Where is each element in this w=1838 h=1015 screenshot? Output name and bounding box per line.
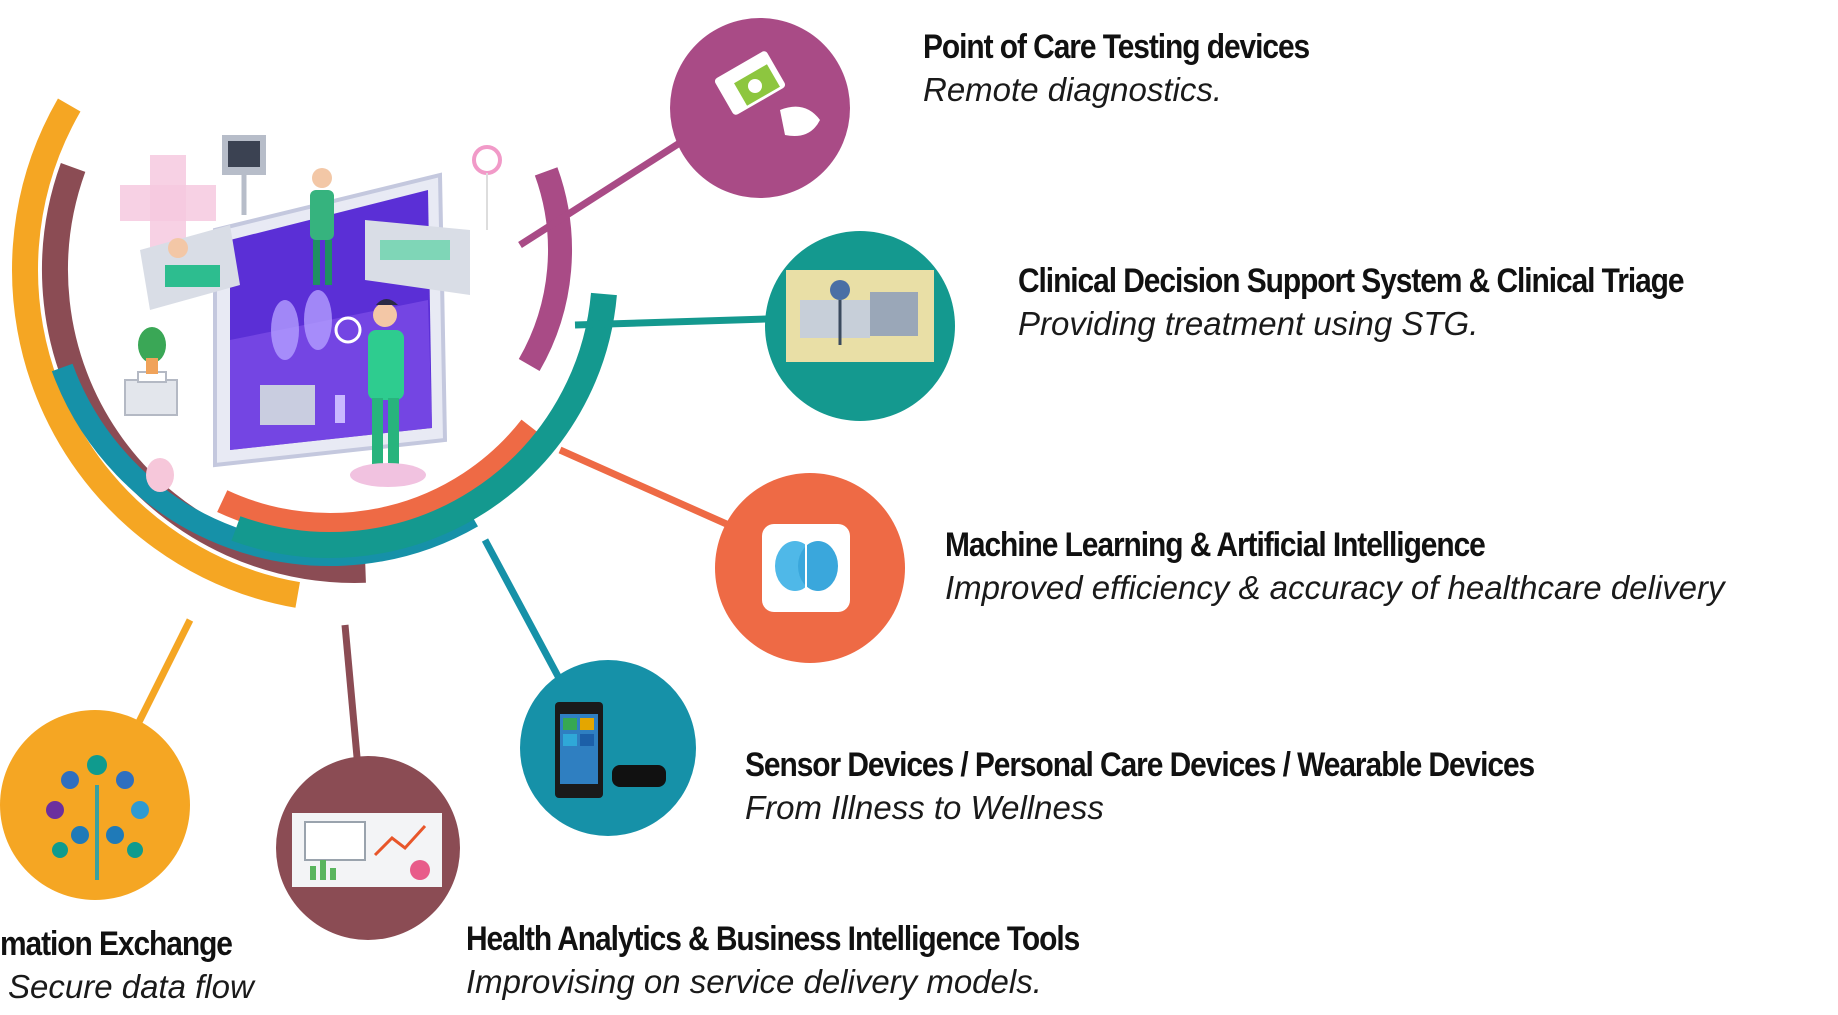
connector-information-exchange <box>131 618 194 732</box>
label-subtitle: Improved efficiency & accuracy of health… <box>945 569 1725 606</box>
arc-magenta <box>518 167 572 371</box>
telemedicine-hospital-illustration <box>120 135 502 492</box>
node-machine-learning <box>715 473 905 663</box>
label-information-exchange: mation Exchange Secure data flow <box>0 925 264 1006</box>
node-clinical-decision-support <box>765 231 955 421</box>
connector-machine-learning <box>558 446 742 534</box>
label-subtitle: From Illness to Wellness <box>745 789 1104 826</box>
connector-clinical-decision <box>574 314 801 329</box>
label-title: Point of Care Testing devices <box>923 28 1310 66</box>
label-title: Machine Learning & Artificial Intelligen… <box>945 526 1486 564</box>
label-health-analytics: Health Analytics & Business Intelligence… <box>466 920 1163 1001</box>
label-subtitle: Providing treatment using STG. <box>1018 305 1479 342</box>
label-title: mation Exchange <box>0 925 233 963</box>
node-information-exchange <box>0 710 190 900</box>
arc-coral <box>217 419 541 537</box>
label-title: Clinical Decision Support System & Clini… <box>1018 262 1685 300</box>
label-subtitle: Secure data flow <box>8 968 254 1005</box>
arc-teal <box>231 292 617 558</box>
arc-orange <box>12 98 300 608</box>
clinical-decision-support-icon <box>786 270 934 362</box>
connector-sensor-devices <box>481 538 564 682</box>
label-point-of-care: Point of Care Testing devices Remote dia… <box>923 28 1362 109</box>
label-subtitle: Remote diagnostics. <box>923 71 1222 108</box>
wearable-phone-icon <box>555 702 666 798</box>
label-title: Sensor Devices / Personal Care Devices /… <box>745 746 1535 784</box>
ai-brain-chip-icon <box>762 524 850 612</box>
label-title: Health Analytics & Business Intelligence… <box>466 920 1080 958</box>
analytics-dashboard-icon <box>292 813 442 887</box>
label-sensor-devices: Sensor Devices / Personal Care Devices /… <box>745 746 1642 827</box>
connector-point-of-care <box>518 127 702 248</box>
information-tree-icon <box>46 755 149 880</box>
point-of-care-device-icon <box>714 51 820 136</box>
label-clinical-decision-support: Clinical Decision Support System & Clini… <box>1018 262 1774 343</box>
node-point-of-care <box>670 18 850 198</box>
node-health-analytics <box>276 756 460 940</box>
node-sensor-devices <box>520 660 696 836</box>
label-subtitle: Improvising on service delivery models. <box>466 963 1042 1000</box>
label-machine-learning: Machine Learning & Artificial Intelligen… <box>945 526 1725 607</box>
